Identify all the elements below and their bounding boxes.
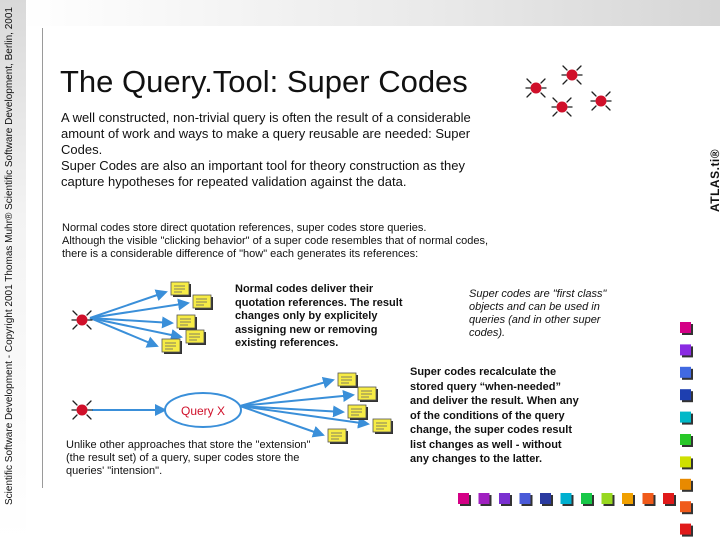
color-square (601, 493, 613, 504)
code-icon (71, 310, 93, 330)
document-icon (170, 281, 192, 298)
document-icon (161, 338, 183, 355)
document-icon (176, 314, 198, 331)
left-divider-line (42, 28, 43, 488)
top-gradient-bar (20, 0, 720, 26)
intro-paragraph-2: Super Codes are also an important tool f… (61, 158, 465, 189)
code-icon (561, 65, 583, 85)
document-icon (357, 386, 379, 403)
color-square (478, 493, 490, 504)
super-codes-recalc-text: Super codes recalculate the stored query… (410, 366, 579, 465)
code-icon (590, 91, 612, 111)
comparison-text: Normal codes store direct quotation refe… (62, 222, 502, 261)
color-square (519, 493, 531, 504)
color-square (622, 493, 633, 504)
code-icon (551, 97, 573, 117)
intro-paragraph-1: A well constructed, non-trivial query is… (61, 110, 471, 157)
document-icon (337, 372, 359, 389)
color-square (458, 493, 469, 504)
document-icon (327, 428, 349, 445)
color-square (680, 366, 691, 378)
document-icon (185, 329, 207, 346)
color-square (680, 344, 691, 356)
left-gradient-bar (0, 0, 26, 540)
document-icon (372, 418, 394, 435)
query-ellipse (164, 392, 242, 428)
super-code-diagram: Query X (71, 372, 394, 445)
intro-text: A well constructed, non-trivial query is… (61, 110, 511, 190)
color-square (680, 322, 691, 333)
color-square (560, 493, 572, 504)
color-square (499, 493, 510, 504)
color-square (680, 456, 691, 468)
color-square (680, 411, 691, 423)
color-square (642, 493, 654, 504)
color-square (680, 434, 691, 445)
intension-note: Unlike other approaches that store the "… (66, 439, 311, 477)
query-label: Query X (181, 404, 225, 418)
color-square (581, 493, 592, 504)
document-icon (347, 404, 369, 421)
normal-code-diagram (71, 281, 214, 355)
color-square (680, 501, 691, 513)
color-square (663, 493, 674, 504)
color-square (540, 493, 551, 504)
color-square (680, 389, 691, 401)
color-square (680, 478, 691, 490)
comparison-line-1: Normal codes store direct quotation refe… (62, 222, 427, 234)
right-color-squares (680, 322, 693, 537)
code-icon (525, 78, 547, 98)
super-codes-description: Super codes are "first class" objects an… (469, 288, 607, 339)
document-icon (192, 294, 214, 311)
color-square (680, 523, 691, 535)
code-icon (71, 400, 93, 420)
normal-codes-description: Normal codes deliver their quotation ref… (235, 283, 403, 349)
bottom-color-squares (458, 493, 676, 506)
comparison-line-2: Although the visible "clicking behavior"… (62, 235, 489, 260)
page-title: The Query.Tool: Super Codes (60, 64, 468, 99)
